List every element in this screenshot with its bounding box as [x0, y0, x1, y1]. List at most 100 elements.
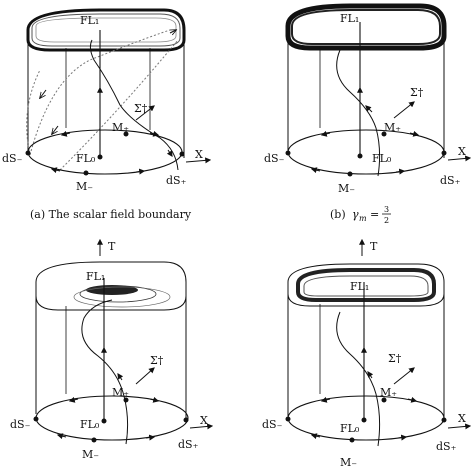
cylinder-top-rim: [287, 263, 445, 307]
label-fl1: FL₁: [86, 270, 105, 283]
orbit-bundle: [291, 9, 441, 45]
base-arrow: [397, 434, 408, 441]
label-x-axis: X: [200, 414, 208, 427]
point-m-minus: [347, 171, 353, 177]
base-arrow: [149, 396, 160, 403]
panel-b: FL₁ FL₀ M₊ M₋ dS₋ dS₊ X Σ† (b) γ m = 3 2: [264, 3, 472, 225]
limit-cycle-dark: [86, 285, 138, 295]
base-arrow: [310, 167, 321, 174]
base-arrow: [320, 396, 331, 403]
base-arrow: [50, 167, 61, 174]
x-axis-arrow: [189, 423, 214, 430]
base-arrow: [56, 433, 67, 440]
orbit-arrow: [117, 373, 124, 381]
orbit-arrow: [365, 105, 373, 113]
base-arrow: [135, 168, 146, 175]
limit-cycle-bundle-inner: [303, 275, 429, 297]
invariant-base-ellipse: [27, 129, 183, 175]
label-fl1: FL₁: [350, 280, 369, 293]
open-arrow: [170, 30, 176, 33]
point-ds-plus: [441, 150, 447, 156]
label-m-minus: M₋: [76, 180, 93, 193]
base-arrow: [145, 434, 156, 441]
point-fl0: [357, 153, 363, 159]
label-ds-plus: dS₊: [178, 438, 199, 451]
caption-b: (b) γ m = 3 2: [330, 205, 391, 225]
point-ds-minus: [285, 150, 291, 156]
heteroclinic-orbit: [336, 311, 381, 447]
limit-cycle-ring: [79, 285, 157, 303]
caption-b-equals: =: [370, 208, 379, 221]
label-sigma: Σ†: [134, 102, 148, 115]
base-arrow: [60, 130, 71, 137]
label-fl0: FL₀: [76, 152, 96, 165]
dotted-boundary-curve-3: [26, 69, 41, 156]
point-fl0: [97, 154, 103, 160]
label-x-axis: X: [458, 412, 466, 425]
orbit-bundle: [31, 13, 181, 47]
label-sigma: Σ†: [150, 354, 164, 367]
caption-b-denominator: 2: [384, 216, 389, 225]
invariant-base-ellipse: [35, 395, 189, 441]
heteroclinic-orbit: [89, 39, 179, 171]
x-axis-arrow: [185, 157, 212, 164]
label-fl1: FL₁: [340, 12, 359, 25]
label-fl0: FL₀: [340, 422, 360, 435]
base-arrow: [68, 396, 79, 403]
label-t-axis: T: [108, 240, 116, 253]
point-m-plus: [381, 131, 387, 137]
point-fl0: [101, 418, 107, 424]
label-m-minus: M₋: [340, 456, 357, 469]
label-sigma: Σ†: [388, 352, 402, 365]
panel-d: T FL₁ FL₀ M₊ M₋ dS₋ dS₊ X Σ†: [262, 238, 472, 469]
label-fl0: FL₀: [372, 152, 392, 165]
point-m-plus: [123, 131, 129, 137]
point-fl0: [361, 417, 367, 423]
caption-b-symbol: γ: [352, 208, 359, 221]
point-m-minus: [83, 170, 89, 176]
label-ds-plus: dS₊: [166, 174, 187, 187]
label-ds-plus: dS₊: [440, 174, 461, 187]
label-t-axis: T: [370, 240, 378, 253]
point-ds-minus: [25, 150, 31, 156]
x-axis-arrow: [447, 155, 472, 162]
label-ds-minus: dS₋: [10, 418, 31, 431]
base-arrow: [310, 433, 321, 440]
sigma-arrow: [135, 105, 155, 121]
label-x-axis: X: [195, 148, 203, 161]
dotted-boundary-curve: [29, 29, 171, 156]
label-ds-minus: dS₋: [262, 418, 283, 431]
caption-b-numerator: 3: [384, 205, 389, 214]
caption-b-subscript: m: [359, 214, 367, 223]
label-ds-plus: dS₊: [436, 440, 457, 453]
point-m-minus: [91, 437, 97, 443]
cylinder-top-rim: [26, 8, 186, 52]
point-ds-plus: [441, 417, 447, 423]
limit-cycle-ring-2: [73, 286, 171, 308]
open-arrow: [40, 89, 47, 98]
point-ds-minus: [285, 416, 291, 422]
cylinder-top-rim: [285, 3, 447, 51]
label-x-axis: X: [458, 145, 466, 158]
point-m-plus: [123, 397, 129, 403]
orbit-arrow: [367, 371, 374, 379]
label-m-minus: M₋: [82, 448, 99, 461]
label-m-minus: M₋: [338, 182, 355, 195]
orbit-arrow: [166, 149, 173, 157]
label-m-plus: M₊: [112, 121, 129, 134]
limit-cycle-bundle: [296, 268, 436, 302]
point-ds-plus: [179, 151, 185, 157]
caption-b-prefix: (b): [330, 208, 346, 221]
invariant-base-ellipse: [287, 129, 445, 175]
base-arrow: [409, 130, 420, 137]
sigma-arrow: [393, 367, 415, 385]
sigma-arrow: [135, 367, 155, 385]
heteroclinic-orbit: [81, 299, 129, 445]
x-axis-arrow: [447, 423, 472, 430]
base-arrow: [320, 130, 331, 137]
label-sigma: Σ†: [410, 86, 424, 99]
cylinder-top-rim: [35, 261, 187, 311]
base-arrow: [395, 168, 406, 175]
label-fl1: FL₁: [80, 14, 99, 27]
